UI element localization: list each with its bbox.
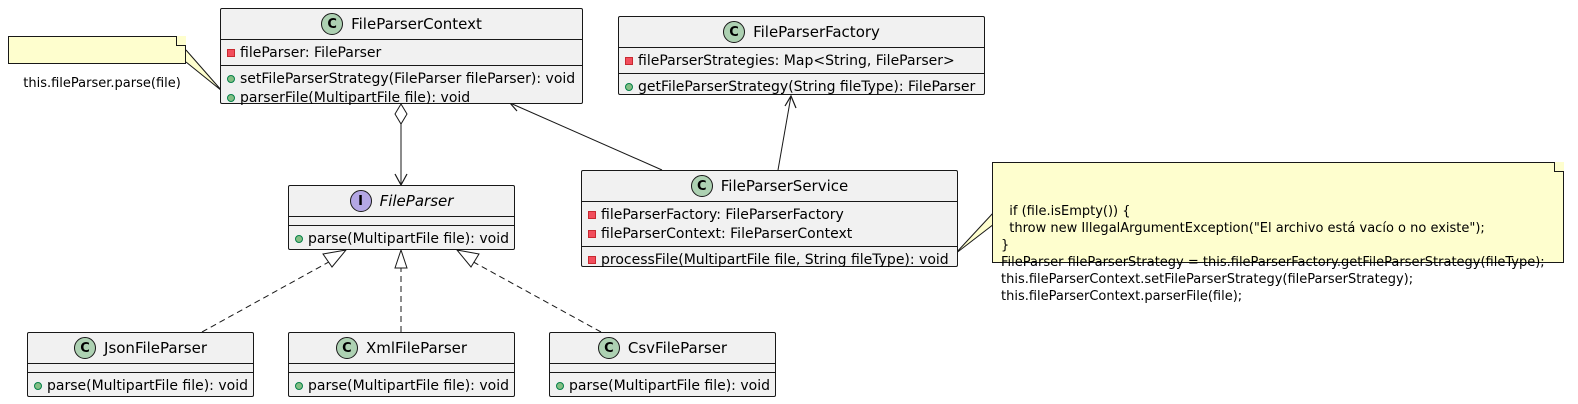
class-header: C JsonFileParser (28, 333, 253, 364)
class-fileparsercontext: C FileParserContext fileParser: FilePars… (220, 8, 583, 106)
realization-head-xml (394, 248, 408, 269)
class-stereotype-icon: C (597, 337, 620, 359)
method-text: setFileParserStrategy(FileParser filePar… (240, 70, 576, 87)
method-text: parse(MultipartFile file): void (308, 377, 509, 394)
class-stereotype-icon: C (321, 13, 344, 35)
method-row: parse(MultipartFile file): void (295, 229, 509, 248)
public-visibility-icon (227, 93, 235, 102)
realization-json (201, 257, 337, 333)
method-row: getFileParserStrategy(String fileType): … (625, 77, 978, 96)
realization-head-csv (455, 249, 480, 268)
public-visibility-icon (227, 74, 235, 83)
class-header: C FileParserService (582, 171, 957, 202)
methods-section: getFileParserStrategy(String fileType): … (619, 74, 984, 99)
fields-section: fileParserStrategies: Map<String, FilePa… (619, 48, 984, 74)
public-visibility-icon (556, 381, 564, 390)
arrowhead-factory (784, 94, 797, 109)
method-text: processFile(MultipartFile file, String f… (601, 251, 949, 268)
method-row: processFile(MultipartFile file, String f… (588, 250, 951, 269)
method-text: parse(MultipartFile file): void (47, 377, 248, 394)
field-row: fileParserFactory: FileParserFactory (588, 205, 951, 224)
association-service-factory (777, 95, 792, 171)
field-text: fileParserFactory: FileParserFactory (601, 206, 844, 223)
note-fold-corner (1554, 162, 1564, 172)
note-service-text: if (file.isEmpty()) { throw new IllegalA… (1001, 204, 1545, 304)
note-connector-service (954, 211, 995, 255)
method-row: parse(MultipartFile file): void (556, 376, 770, 395)
fields-section: fileParserFactory: FileParserFactory fil… (582, 202, 957, 247)
class-stereotype-icon: C (335, 337, 358, 359)
class-header: C FileParserContext (221, 9, 582, 40)
methods-section: parse(MultipartFile file): void (289, 373, 514, 398)
class-stereotype-icon: C (690, 175, 713, 197)
field-row: fileParser: FileParser (227, 43, 576, 62)
class-fileparserfactory: C FileParserFactory fileParserStrategies… (618, 16, 985, 95)
method-text: parserFile(MultipartFile file): void (240, 89, 471, 106)
methods-section: parse(MultipartFile file): void (550, 373, 775, 398)
realization-csv (467, 258, 602, 333)
field-text: fileParser: FileParser (240, 44, 382, 61)
method-row: parse(MultipartFile file): void (295, 376, 509, 395)
methods-section: setFileParserStrategy(FileParser filePar… (221, 66, 582, 110)
note-fold-corner (176, 36, 186, 46)
class-name: FileParserContext (351, 15, 482, 33)
class-xmlfileparser: C XmlFileParser parse(MultipartFile file… (288, 332, 515, 397)
note-connector-parse (185, 49, 223, 92)
fields-section (289, 364, 514, 373)
class-name: XmlFileParser (365, 339, 468, 357)
methods-section: processFile(MultipartFile file, String f… (582, 247, 957, 272)
method-text: parse(MultipartFile file): void (308, 230, 509, 247)
interface-fileparser: I FileParser parse(MultipartFile file): … (288, 185, 515, 250)
class-header: C CsvFileParser (550, 333, 775, 364)
private-visibility-icon (625, 56, 633, 65)
class-name: JsonFileParser (104, 339, 207, 357)
association-service-context (509, 102, 663, 171)
public-visibility-icon (295, 234, 303, 243)
private-visibility-icon (588, 255, 596, 264)
class-header: C FileParserFactory (619, 17, 984, 48)
note-service: if (file.isEmpty()) { throw new IllegalA… (992, 162, 1564, 304)
class-name: CsvFileParser (627, 339, 728, 357)
fields-section (289, 217, 514, 226)
private-visibility-icon (588, 229, 596, 238)
public-visibility-icon (295, 381, 303, 390)
method-text: getFileParserStrategy(String fileType): … (638, 78, 976, 95)
public-visibility-icon (34, 381, 42, 390)
class-stereotype-icon: C (74, 337, 97, 359)
class-csvfileparser: C CsvFileParser parse(MultipartFile file… (549, 332, 776, 397)
field-text: fileParserContext: FileParserContext (601, 225, 853, 242)
note-parse: this.fileParser.parse(file) (8, 36, 186, 91)
interface-stereotype-icon: I (349, 190, 372, 212)
methods-section: parse(MultipartFile file): void (28, 373, 253, 398)
class-stereotype-icon: C (723, 21, 746, 43)
method-row: setFileParserStrategy(FileParser filePar… (227, 69, 576, 88)
field-row: fileParserStrategies: Map<String, FilePa… (625, 51, 978, 70)
class-fileparserservice: C FileParserService fileParserFactory: F… (581, 170, 958, 268)
method-row: parserFile(MultipartFile file): void (227, 88, 576, 107)
field-row: fileParserContext: FileParserContext (588, 224, 951, 243)
note-parse-text: this.fileParser.parse(file) (23, 76, 181, 91)
class-jsonfileparser: C JsonFileParser parse(MultipartFile fil… (27, 332, 254, 397)
fields-section (28, 364, 253, 373)
class-header: I FileParser (289, 186, 514, 217)
fields-section (550, 364, 775, 373)
realization-head-json (322, 249, 348, 268)
methods-section: parse(MultipartFile file): void (289, 226, 514, 251)
class-header: C XmlFileParser (289, 333, 514, 364)
class-name: FileParserFactory (753, 23, 880, 41)
fields-section: fileParser: FileParser (221, 40, 582, 66)
method-row: parse(MultipartFile file): void (34, 376, 248, 395)
class-name: FileParser (379, 192, 454, 210)
method-text: parse(MultipartFile file): void (569, 377, 770, 394)
class-name: FileParserService (720, 177, 849, 195)
field-text: fileParserStrategies: Map<String, FilePa… (638, 52, 955, 69)
public-visibility-icon (625, 82, 633, 91)
private-visibility-icon (588, 210, 596, 219)
private-visibility-icon (227, 48, 235, 57)
